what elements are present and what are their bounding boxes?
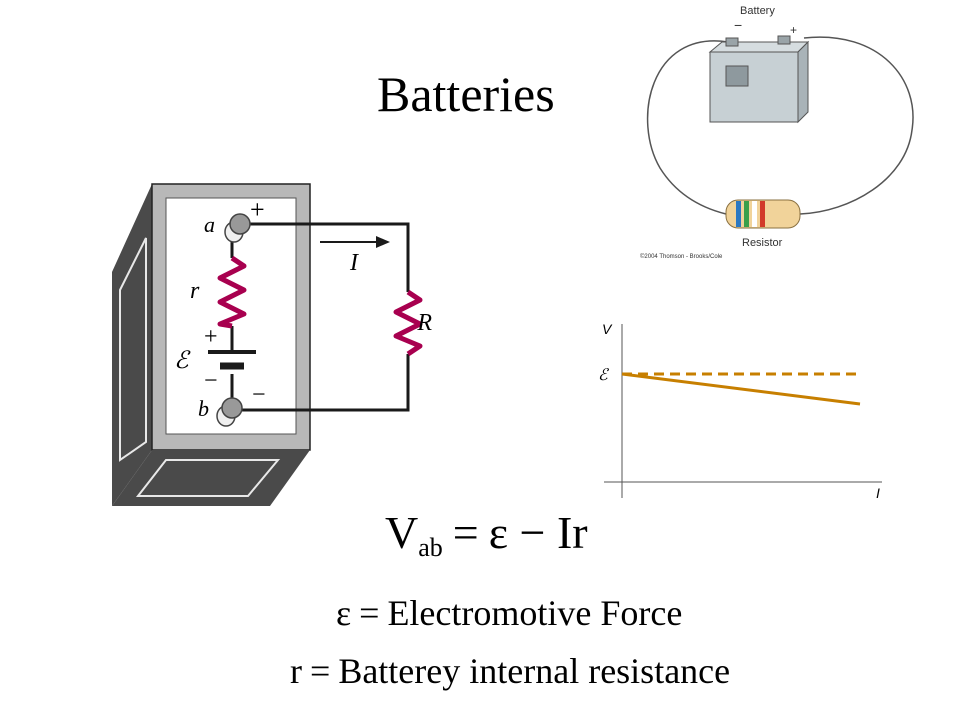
page-title: Batteries	[377, 66, 555, 122]
label-emf: ℰ	[174, 348, 191, 374]
label-r: r	[190, 278, 200, 304]
battery-plus: +	[790, 23, 797, 37]
label-R: R	[416, 310, 432, 336]
equation-equals: =	[452, 507, 479, 558]
battery-side-inset	[119, 237, 147, 462]
battery-label: Battery	[740, 5, 775, 17]
wire-left	[646, 40, 729, 215]
definition-emf: ε=Electromotive Force	[336, 592, 682, 634]
resistor-icon	[725, 199, 801, 229]
plus-a: +	[250, 195, 265, 224]
cell-plus: +	[204, 324, 218, 350]
emf-tick-label: ℰ	[598, 367, 610, 384]
definition-text: Electromotive Force	[387, 593, 683, 633]
current-label: I	[349, 250, 359, 276]
minus-b: −	[252, 382, 266, 408]
v-i-graph: V I ℰ	[598, 321, 882, 501]
current-arrow	[320, 236, 390, 248]
cell-minus: −	[204, 368, 218, 394]
equation-lhs-subscript: ab	[418, 533, 443, 562]
definition-symbol: ε	[336, 593, 352, 633]
battery-side-panel	[112, 184, 152, 506]
equation-lhs: V	[385, 507, 419, 558]
terminal-voltage-equation: Vab =ε − Ir	[385, 506, 588, 575]
terminal-b	[216, 397, 243, 427]
definition-symbol: r	[290, 651, 302, 691]
battery-bottom-inset	[135, 459, 281, 497]
circuit-illustration: Battery − + Resistor ©2004 Thomson - Bro…	[640, 5, 914, 260]
y-axis-label: V	[602, 321, 613, 337]
definition-equals: =	[310, 651, 331, 691]
battery-bottom-panel	[112, 450, 310, 506]
equation-rhs: ε − Ir	[488, 507, 588, 558]
battery-schematic: I a + r + ℰ − b − R	[112, 183, 432, 506]
copyright-credit: ©2004 Thomson - Brooks/Cole	[640, 253, 723, 260]
resistor-label: Resistor	[742, 237, 783, 249]
label-b: b	[198, 396, 209, 421]
label-a: a	[204, 212, 215, 237]
load-resistor	[393, 289, 423, 357]
definition-text: Batterey internal resistance	[338, 651, 731, 691]
car-battery-icon	[708, 35, 810, 124]
terminal-voltage-line	[621, 372, 861, 406]
internal-resistor	[217, 255, 247, 329]
battery-minus: −	[734, 17, 742, 33]
wire-right	[799, 36, 914, 215]
circuit-wires	[230, 222, 410, 412]
x-axis-label: I	[876, 485, 880, 501]
terminal-a	[224, 213, 251, 243]
definition-equals: =	[359, 593, 380, 633]
definition-internal-resistance: r=Batterey internal resistance	[290, 650, 730, 692]
